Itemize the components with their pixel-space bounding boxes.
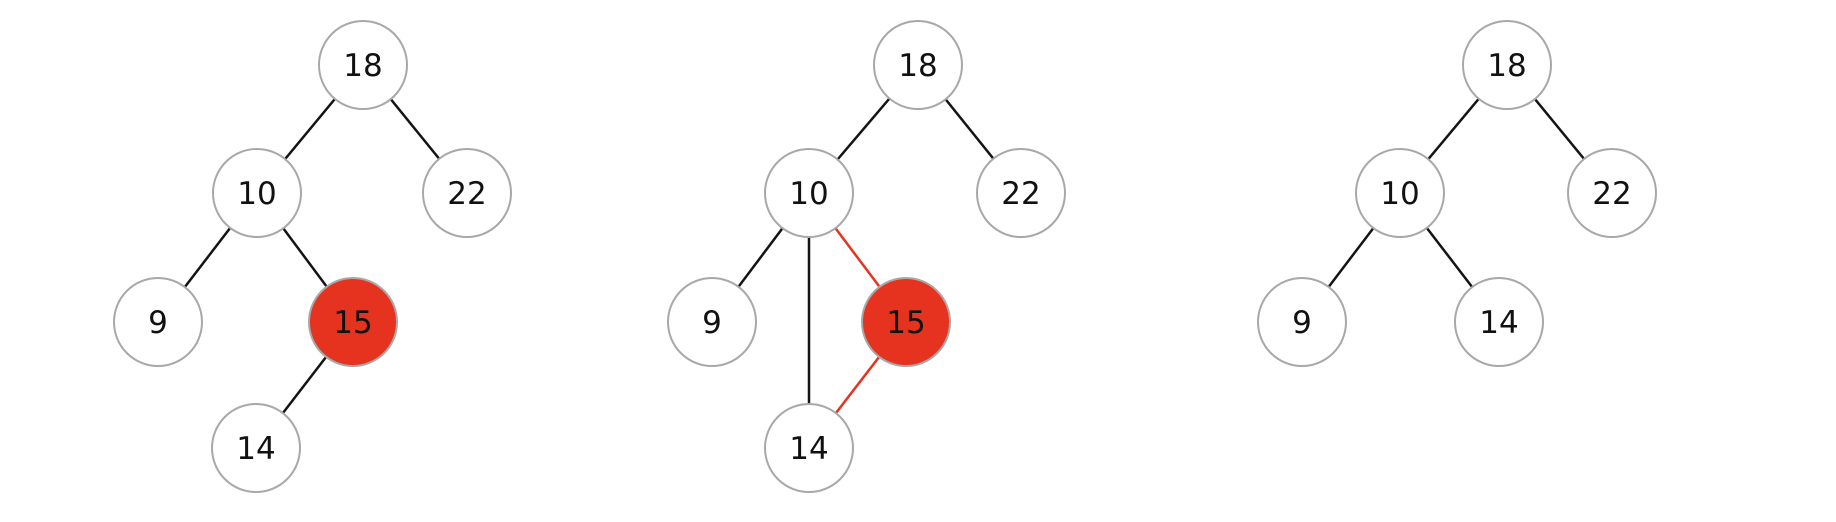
node-circle [318, 20, 408, 110]
node-label: 18 [343, 48, 382, 84]
node-circle [1257, 277, 1347, 367]
tree-before-deletion: 18 10 22 9 15 14 [113, 20, 512, 493]
node-label: 14 [236, 431, 275, 467]
tree-node-after-deletion-10: 10 [1355, 148, 1445, 238]
tree-node-after-deletion-18: 18 [1462, 20, 1552, 110]
highlighted-node-circle [308, 277, 398, 367]
highlighted-node-circle [861, 277, 951, 367]
node-label: 22 [1592, 176, 1631, 212]
tree-node-before-deletion-22: 22 [422, 148, 512, 238]
tree-node-before-deletion-9: 9 [113, 277, 203, 367]
tree-node-before-deletion-15: 15 [308, 277, 398, 367]
node-label: 10 [1380, 176, 1419, 212]
node-label: 15 [886, 305, 925, 341]
node-label: 14 [789, 431, 828, 467]
node-label: 22 [1001, 176, 1040, 212]
tree-node-after-deletion-14: 14 [1454, 277, 1544, 367]
tree-after-deletion: 18 10 22 9 14 [1257, 20, 1657, 367]
node-circle [422, 148, 512, 238]
tree-node-before-deletion-10: 10 [212, 148, 302, 238]
node-circle [1567, 148, 1657, 238]
node-circle [212, 148, 302, 238]
node-label: 18 [898, 48, 937, 84]
tree-relink-step: 18 10 22 9 15 14 [667, 20, 1066, 493]
node-label: 9 [1292, 305, 1312, 341]
tree-node-relink-step-10: 10 [764, 148, 854, 238]
node-label: 9 [702, 305, 722, 341]
node-circle [1355, 148, 1445, 238]
tree-node-after-deletion-9: 9 [1257, 277, 1347, 367]
node-circle [667, 277, 757, 367]
tree-node-relink-step-15: 15 [861, 277, 951, 367]
node-label: 10 [237, 176, 276, 212]
node-circle [873, 20, 963, 110]
node-label: 14 [1479, 305, 1518, 341]
node-label: 9 [148, 305, 168, 341]
tree-node-relink-step-22: 22 [976, 148, 1066, 238]
node-label: 22 [447, 176, 486, 212]
node-label: 15 [333, 305, 372, 341]
node-circle [1454, 277, 1544, 367]
tree-node-relink-step-14: 14 [764, 403, 854, 493]
node-circle [764, 403, 854, 493]
node-circle [211, 403, 301, 493]
node-circle [976, 148, 1066, 238]
tree-node-relink-step-18: 18 [873, 20, 963, 110]
node-label: 10 [789, 176, 828, 212]
tree-node-before-deletion-14: 14 [211, 403, 301, 493]
node-circle [113, 277, 203, 367]
tree-node-before-deletion-18: 18 [318, 20, 408, 110]
tree-node-relink-step-9: 9 [667, 277, 757, 367]
node-circle [1462, 20, 1552, 110]
node-circle [764, 148, 854, 238]
tree-node-after-deletion-22: 22 [1567, 148, 1657, 238]
node-label: 18 [1487, 48, 1526, 84]
